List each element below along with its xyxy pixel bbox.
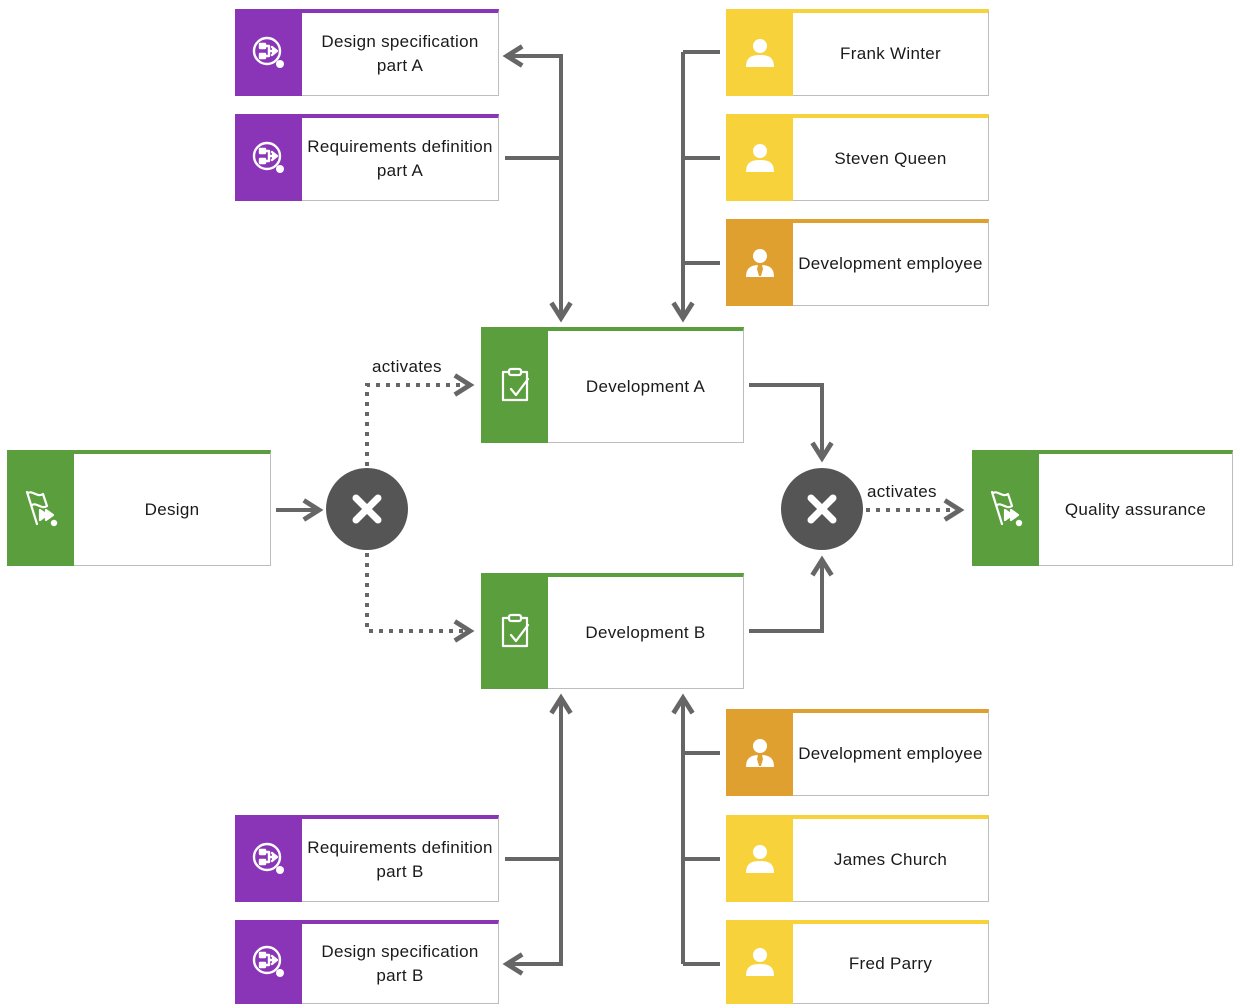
person-fred-parry[interactable]: Fred Parry — [726, 920, 989, 1004]
edge-split-to-dev-b — [365, 553, 475, 643]
node-label: Design — [144, 499, 200, 519]
person-icon — [726, 920, 793, 1004]
document-requirements-definition-part-b[interactable]: Requirements definition part B — [235, 815, 499, 902]
document-requirements-definition-part-a[interactable]: Requirements definition part A — [235, 114, 499, 201]
person-frank-winter[interactable]: Frank Winter — [726, 9, 989, 96]
event-flag-icon — [972, 450, 1039, 566]
clipboard-check-icon — [481, 573, 548, 689]
edge-dev-a-to-join — [749, 383, 834, 463]
edge-dev-b-to-join — [749, 555, 834, 633]
person-icon — [726, 815, 793, 902]
node-label: Design specification part A — [321, 32, 479, 75]
node-label: Development employee — [798, 254, 983, 273]
function-development-b[interactable]: Development B — [481, 573, 744, 689]
edge-split-to-dev-a — [365, 373, 475, 466]
process-document-icon — [235, 9, 302, 96]
function-development-a[interactable]: Development A — [481, 327, 744, 443]
document-design-specification-part-b[interactable]: Design specification part B — [235, 920, 499, 1004]
edge-req-def-b-to-dev-b — [505, 693, 573, 861]
role-icon — [726, 709, 793, 796]
person-steven-queen[interactable]: Steven Queen — [726, 114, 989, 201]
process-document-icon — [235, 815, 302, 902]
node-label: Frank Winter — [840, 44, 941, 63]
node-label: Development B — [585, 622, 706, 642]
role-icon — [726, 219, 793, 306]
clipboard-check-icon — [481, 327, 548, 443]
person-icon — [726, 9, 793, 96]
document-design-specification-part-a[interactable]: Design specification part A — [235, 9, 499, 96]
xor-gateway-split[interactable] — [326, 468, 408, 550]
edge-label-activates: activates — [372, 357, 442, 376]
node-label: Requirements definition part A — [307, 137, 493, 180]
node-label: Design specification part B — [321, 941, 479, 985]
xor-gateway-icon — [352, 494, 382, 524]
edge-req-def-a-to-dev-a — [505, 156, 573, 323]
node-label: Steven Queen — [834, 149, 947, 168]
person-icon — [726, 114, 793, 201]
node-label: James Church — [833, 850, 948, 869]
edge-dev-a-to-design-spec-a — [502, 44, 563, 158]
xor-gateway-icon — [807, 494, 837, 524]
event-design[interactable]: Design — [7, 450, 271, 566]
node-label: Requirements definition part B — [307, 838, 493, 881]
process-document-icon — [235, 114, 302, 201]
node-label: Development A — [585, 376, 706, 396]
edge-dev-b-to-design-spec-b — [502, 859, 563, 976]
node-label: Fred Parry — [848, 953, 933, 973]
process-document-icon — [235, 920, 302, 1004]
role-development-employee-b[interactable]: Development employee — [726, 709, 989, 796]
xor-gateway-join[interactable] — [781, 468, 863, 550]
node-label: Development employee — [798, 744, 983, 763]
person-james-church[interactable]: James Church — [726, 815, 989, 902]
event-flag-icon — [7, 450, 74, 566]
edge-label-activates: activates — [867, 482, 937, 501]
role-development-employee-a[interactable]: Development employee — [726, 219, 989, 306]
event-quality-assurance[interactable]: Quality assurance — [972, 450, 1233, 566]
node-label: Quality assurance — [1064, 499, 1207, 519]
